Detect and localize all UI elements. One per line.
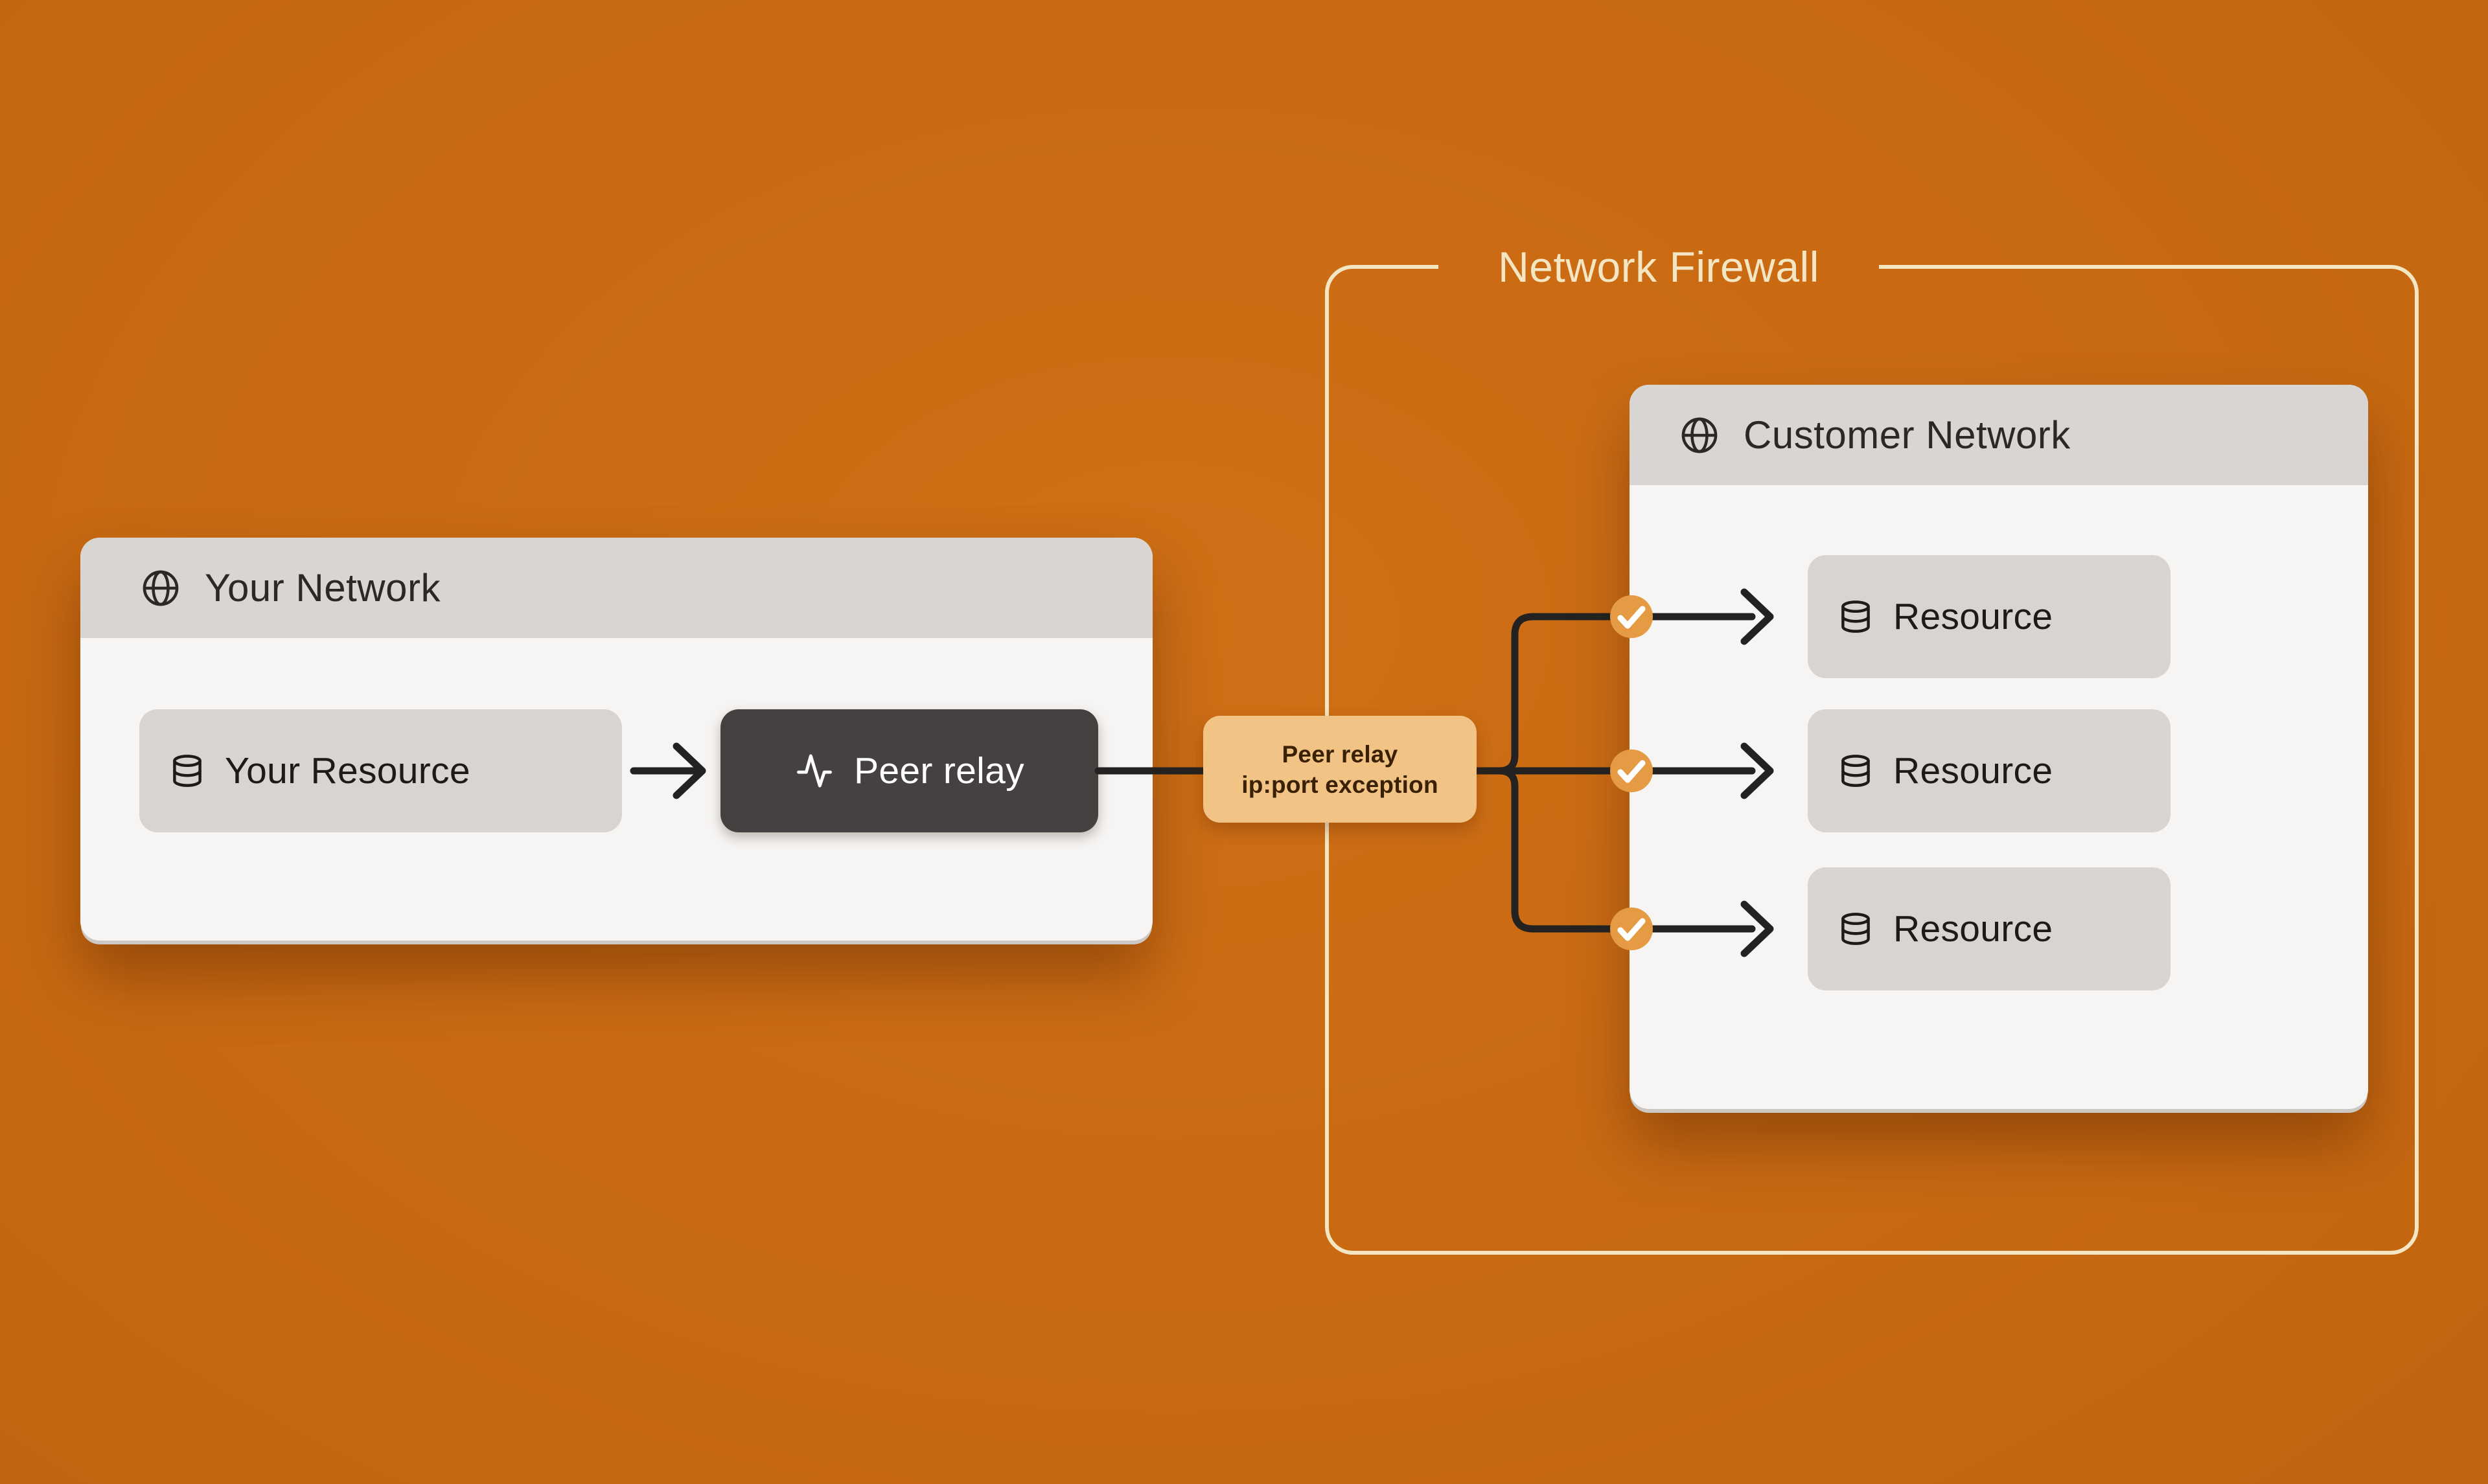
your-resource-node: Your Resource <box>139 709 622 832</box>
badge-line1: Peer relay <box>1282 740 1398 768</box>
customer-network-title: Customer Network <box>1744 413 2071 457</box>
resource-label: Resource <box>1893 908 2053 950</box>
resource-node: Resource <box>1808 867 2171 990</box>
your-network-panel: Your Network Your Resource Peer relay <box>80 538 1153 941</box>
globe-icon <box>1679 415 1720 456</box>
peer-relay-exception-badge: Peer relay ip:port exception <box>1203 716 1477 823</box>
resource-node: Resource <box>1808 709 2171 832</box>
badge-line2: ip:port exception <box>1241 771 1438 798</box>
firewall-label: Network Firewall <box>1498 243 1819 291</box>
peer-relay-node: Peer relay <box>720 709 1098 832</box>
globe-icon <box>140 567 181 609</box>
resource-label: Resource <box>1893 596 2053 637</box>
peer-relay-label: Peer relay <box>854 750 1024 792</box>
your-network-header: Your Network <box>80 538 1153 638</box>
database-icon <box>1837 911 1874 947</box>
database-icon <box>169 753 205 789</box>
resource-label: Resource <box>1893 750 2053 792</box>
activity-icon <box>794 751 835 791</box>
your-network-title: Your Network <box>205 566 441 610</box>
database-icon <box>1837 599 1874 635</box>
customer-network-panel: Customer Network Resource Resource <box>1630 385 2368 1109</box>
database-icon <box>1837 753 1874 789</box>
resource-node: Resource <box>1808 555 2171 678</box>
customer-network-header: Customer Network <box>1630 385 2368 485</box>
your-resource-label: Your Resource <box>225 750 470 792</box>
